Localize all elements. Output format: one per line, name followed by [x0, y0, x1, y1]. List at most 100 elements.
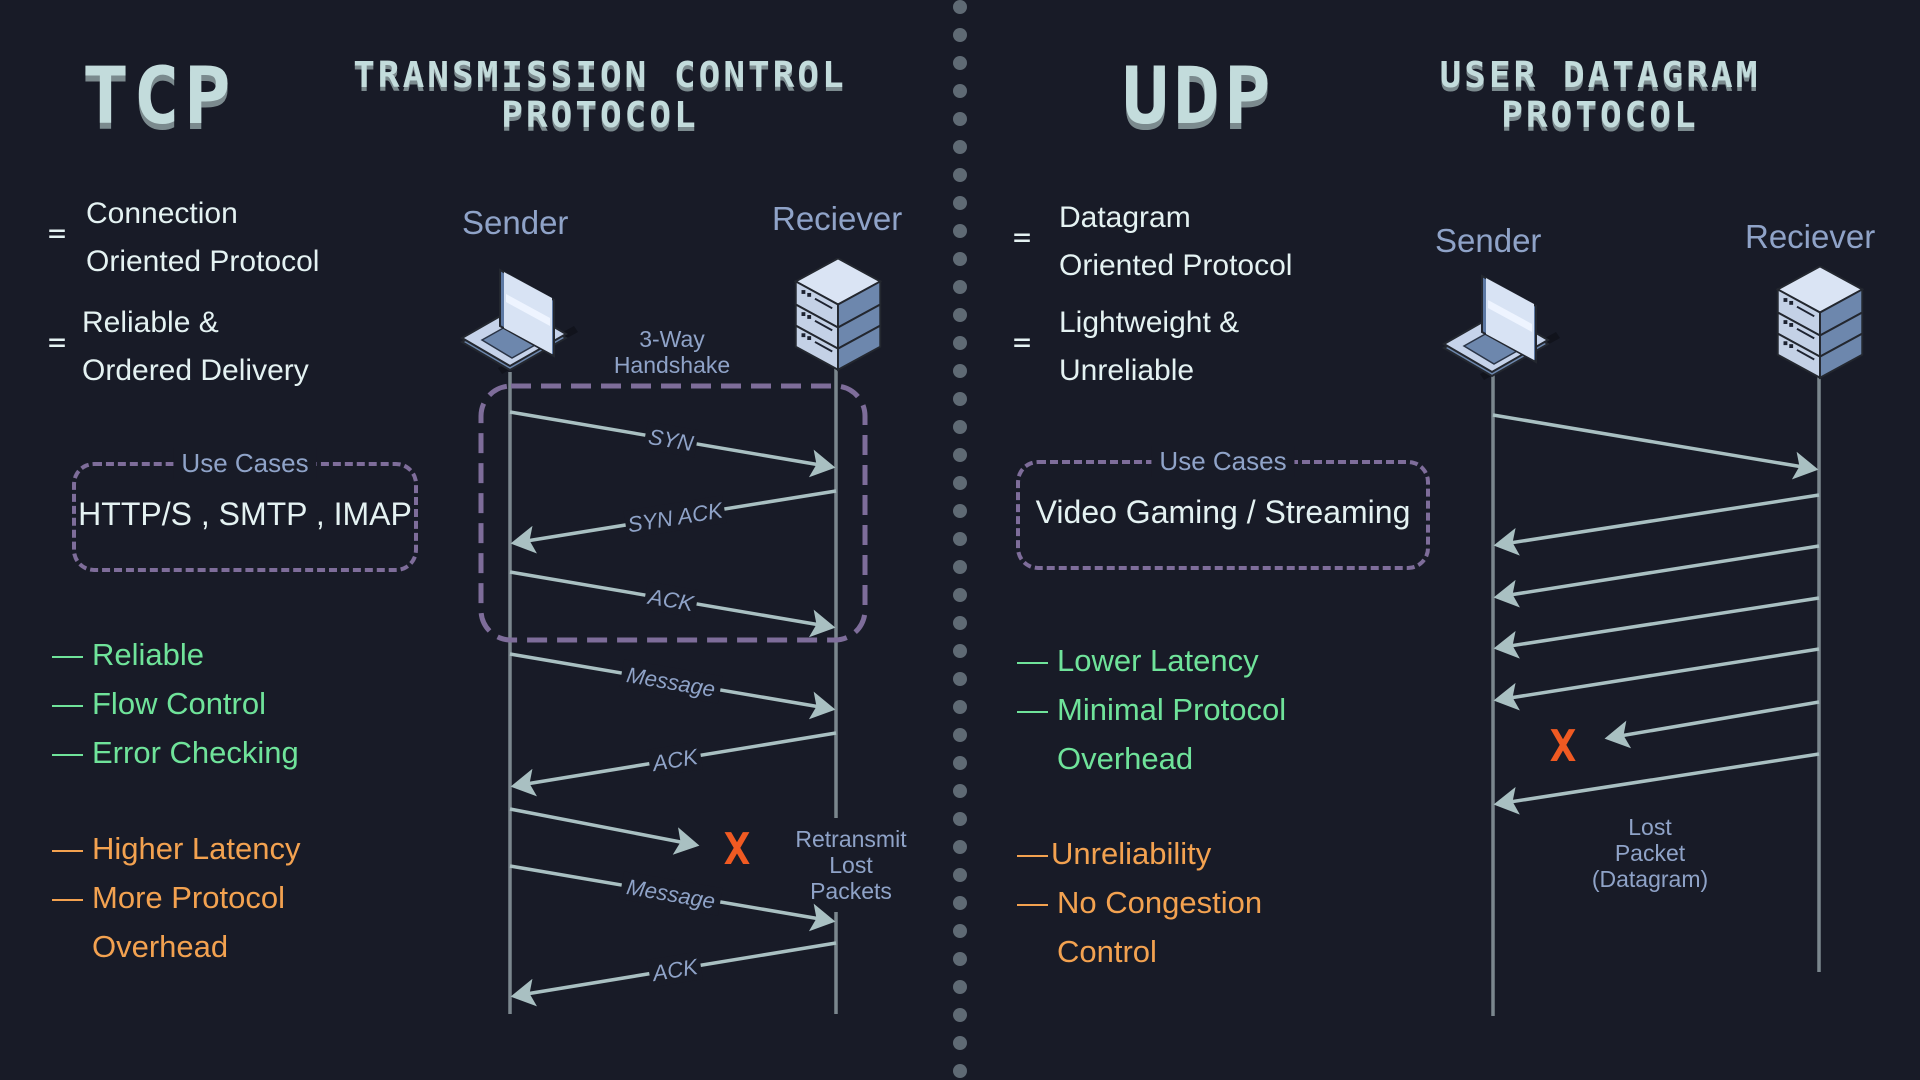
divider-dot: [953, 840, 967, 854]
list-item: —Error Checking: [52, 728, 299, 777]
retransmit-note: Retransmit Lost Packets: [786, 826, 916, 904]
udp-datagram-arrow: [1493, 752, 1820, 815]
tcp-message-arrow: Message: [509, 652, 836, 720]
dash-icon: —: [52, 831, 83, 866]
divider-dot: [953, 504, 967, 518]
use-cases-label: Use Cases: [1151, 446, 1295, 477]
use-cases-label: Use Cases: [173, 448, 317, 479]
list-item: —Higher Latency: [52, 824, 301, 873]
dash-icon: —: [1017, 885, 1048, 920]
divider-dot: [953, 868, 967, 882]
dash-icon: —: [1017, 836, 1048, 871]
divider-dot: [953, 168, 967, 182]
tcp-use-cases-value: HTTP/S , SMTP , IMAP: [78, 496, 412, 532]
handshake-box: [478, 383, 868, 643]
udp-char-line2: Unreliable: [1059, 354, 1195, 387]
dash-icon: —: [52, 880, 83, 915]
tcp-char-line1: Reliable &: [82, 306, 219, 339]
udp-use-cases-value: Video Gaming / Streaming: [1035, 494, 1411, 530]
lost-packet-note: Lost Packet (Datagram): [1591, 814, 1709, 892]
udp-datagram-arrow: [1493, 493, 1820, 556]
list-item: —No Congestion: [1017, 878, 1262, 927]
divider-dot: [953, 952, 967, 966]
tcp-message-arrow: ACK: [510, 941, 837, 1007]
tcp-char-line1: Connection: [86, 197, 238, 230]
divider-dot: [953, 896, 967, 910]
dash-icon: —: [52, 735, 83, 770]
tcp-message-arrow: ACK: [510, 731, 837, 797]
tcp-message-arrow: Message: [509, 864, 836, 932]
dash-icon: —: [52, 637, 83, 672]
udp-char-line1: Datagram: [1059, 201, 1191, 234]
lost-packet-x-icon: X: [724, 824, 751, 875]
arrow-line: [1493, 544, 1820, 608]
divider-dot: [953, 812, 967, 826]
divider-dot: [953, 140, 967, 154]
udp-full-name-line1: USER DATAGRAM: [1439, 55, 1761, 96]
divider-dot: [953, 308, 967, 322]
udp-abbr-title: UDP: [1122, 52, 1275, 142]
divider-dot: [953, 1008, 967, 1022]
list-item-continuation: Overhead: [92, 929, 229, 964]
tcp-abbr-title: TCP: [82, 52, 235, 142]
arrow-line: [1492, 413, 1819, 480]
divider-dot: [953, 364, 967, 378]
equals-icon: =: [1013, 325, 1032, 360]
dash-icon: —: [1017, 692, 1048, 727]
divider-dot: [953, 84, 967, 98]
udp-pros-list: —Lower Latency —Minimal Protocol Overhea…: [1017, 636, 1286, 783]
divider-dot: [953, 756, 967, 770]
divider-dot: [953, 728, 967, 742]
udp-full-name: USER DATAGRAM PROTOCOL: [1300, 56, 1900, 136]
udp-datagram-arrow: [1492, 413, 1819, 480]
divider-dot: [953, 448, 967, 462]
udp-datagram-arrow: [1604, 700, 1820, 749]
divider-dot: [953, 252, 967, 266]
udp-datagram-arrow: [1493, 647, 1820, 711]
divider-dot: [953, 616, 967, 630]
divider-dot: [953, 336, 967, 350]
tcp-char-line2: Ordered Delivery: [82, 354, 309, 387]
divider-dot: [953, 672, 967, 686]
divider-dot: [953, 280, 967, 294]
dash-icon: —: [52, 686, 83, 721]
tcp-message-arrow: SYN: [509, 410, 836, 478]
divider-dot: [953, 924, 967, 938]
equals-icon: =: [48, 325, 67, 360]
tcp-receiver-label: Reciever: [772, 200, 903, 237]
list-item: —Flow Control: [52, 679, 299, 728]
dash-icon: —: [1017, 643, 1048, 678]
arrow-line: [1493, 596, 1820, 659]
divider-dot: [953, 980, 967, 994]
divider-dot: [953, 56, 967, 70]
list-item: —Unreliability: [1017, 829, 1262, 878]
tcp-message-arrow: [509, 807, 700, 855]
tcp-pros-list: —Reliable —Flow Control —Error Checking: [52, 630, 299, 777]
divider-dot: [953, 112, 967, 126]
server-icon: [794, 258, 882, 371]
udp-cons-list: —Unreliability —No Congestion Control: [1017, 829, 1262, 976]
tcp-message-arrow: ACK: [509, 570, 836, 638]
divider-dot: [953, 224, 967, 238]
arrow-line: [1604, 700, 1820, 749]
udp-use-cases-box: Use Cases Video Gaming / Streaming: [1016, 446, 1430, 570]
divider-dot: [953, 392, 967, 406]
arrow-line: [1493, 752, 1820, 815]
divider-dot: [953, 476, 967, 490]
laptop-icon: [461, 269, 579, 375]
divider-dot: [953, 784, 967, 798]
equals-icon: =: [48, 216, 67, 251]
tcp-cons-list: —Higher Latency —More Protocol Overhead: [52, 824, 301, 971]
udp-datagram-arrow: [1493, 544, 1820, 608]
arrow-line: [509, 807, 700, 855]
list-item: —More Protocol: [52, 873, 301, 922]
laptop-icon: [1443, 275, 1561, 381]
divider-dot: [953, 1036, 967, 1050]
divider-dot: [953, 0, 967, 14]
divider-dot: [953, 532, 967, 546]
lost-packet-x-icon: X: [1550, 721, 1577, 772]
server-icon: [1776, 266, 1864, 379]
tcp-sender-label: Sender: [462, 204, 569, 241]
tcp-full-name: TRANSMISSION CONTROL PROTOCOL: [300, 56, 900, 136]
